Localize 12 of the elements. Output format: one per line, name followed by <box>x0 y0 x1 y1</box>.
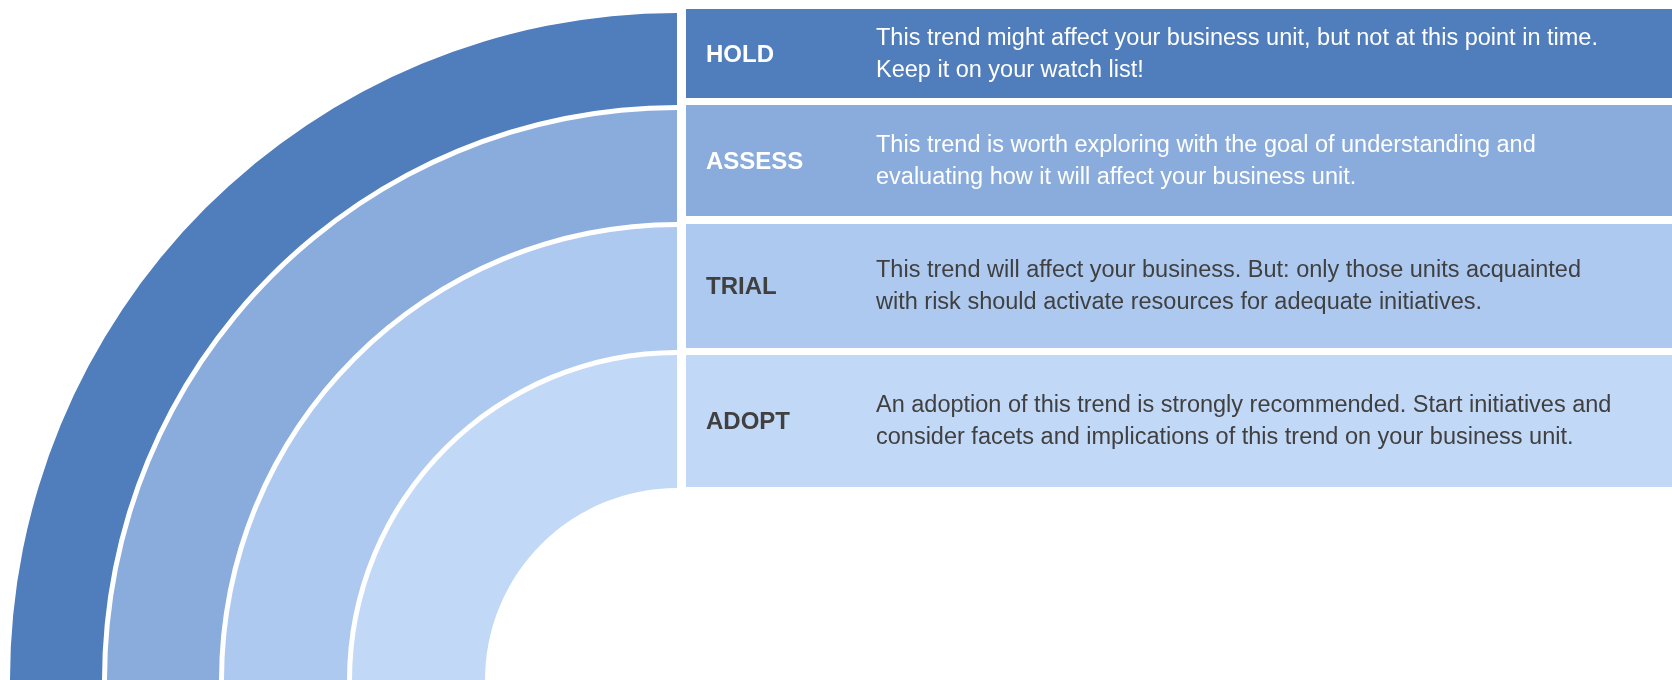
level-band <box>686 355 1672 487</box>
level-description: This trend might affect your business unit, but not at this point in time. Keep it on your watch list! <box>876 22 1599 84</box>
level-band <box>686 224 1672 348</box>
level-heading: TRIAL <box>705 272 778 300</box>
level-band <box>686 105 1672 216</box>
level-description: This trend is worth exploring with the goal of understanding and evaluating how it will affect your business unit. <box>876 129 1537 191</box>
level-description: This trend will affect your business. But: only those units acquainted with risk should activate resources for adequate initiatives. <box>876 255 1582 316</box>
level-band <box>686 9 1672 98</box>
level-heading: HOLD <box>705 39 775 68</box>
level-description: An adoption of this trend is strongly recommended. Start initiatives and consider facets and implications of this trend on your business unit. <box>876 390 1613 451</box>
level-heading: ADOPT <box>705 407 791 435</box>
level-heading: ASSESS <box>705 146 805 175</box>
